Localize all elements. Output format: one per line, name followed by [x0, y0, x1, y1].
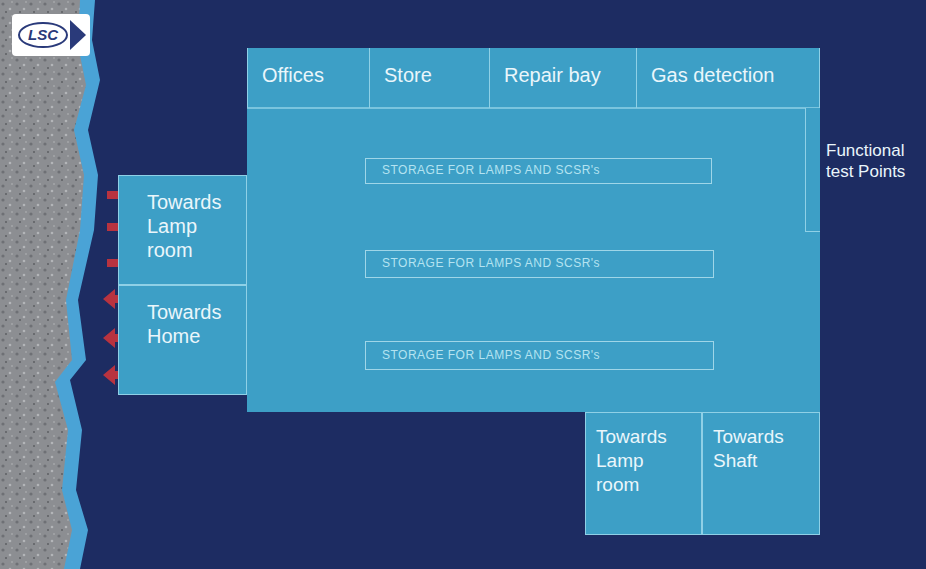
- head-box: Gas detection: [637, 48, 820, 108]
- head-box: Offices: [247, 48, 370, 108]
- side-box: Towards Home: [118, 285, 247, 395]
- logo-box: LSC: [12, 14, 90, 56]
- main-panel: [247, 48, 820, 412]
- area-label: Towards Shaft: [713, 425, 795, 473]
- storage-label: STORAGE FOR LAMPS AND SCSR's: [382, 164, 600, 177]
- store-box: STORAGE FOR LAMPS AND SCSR's: [365, 158, 712, 184]
- logo-text: LSC: [28, 27, 58, 44]
- area-label: Gas detection: [651, 64, 813, 86]
- bottom-box: Towards Shaft: [702, 412, 820, 535]
- func-box: Functional test Points: [805, 108, 820, 232]
- logo-chevron: [70, 20, 86, 50]
- logo-oval: LSC: [18, 22, 68, 49]
- area-label: Functional test Points: [826, 140, 922, 183]
- head-box: Store: [370, 48, 490, 108]
- store-box: STORAGE FOR LAMPS AND SCSR's: [365, 250, 714, 278]
- area-label: Towards Lamp room: [147, 190, 227, 262]
- bottom-box: Towards Lamp room: [585, 412, 702, 535]
- head-box: Repair bay: [490, 48, 637, 108]
- area-label: Repair bay: [504, 64, 630, 86]
- rock-wall: [0, 0, 86, 569]
- header-line: [247, 107, 820, 109]
- area-label: Store: [384, 64, 483, 86]
- area-label: Towards Home: [147, 300, 227, 348]
- storage-label: STORAGE FOR LAMPS AND SCSR's: [382, 257, 600, 270]
- side-box: Towards Lamp room: [118, 175, 247, 285]
- storage-label: STORAGE FOR LAMPS AND SCSR's: [382, 349, 600, 362]
- area-label: Offices: [262, 64, 363, 86]
- area-label: Towards Lamp room: [596, 425, 678, 496]
- water-band: [0, 0, 100, 569]
- store-box: STORAGE FOR LAMPS AND SCSR's: [365, 341, 714, 370]
